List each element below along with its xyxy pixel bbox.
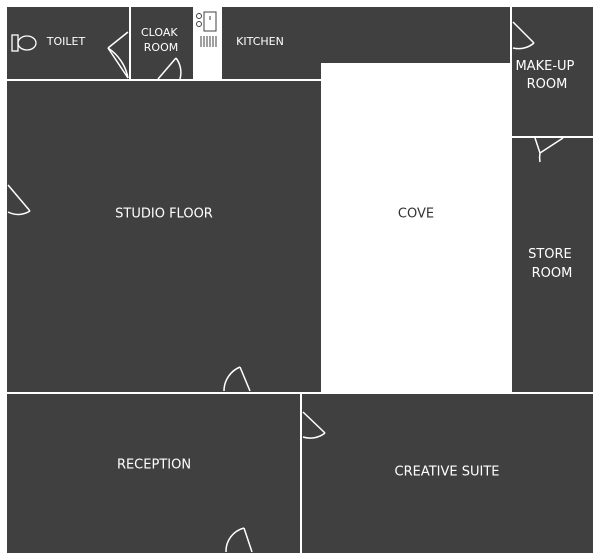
toilet-label: TOILET	[46, 35, 86, 48]
store-room-label: STORE ROOM	[528, 247, 576, 281]
kitchen-fixtures-icon	[196, 11, 217, 47]
kitchen-label: KITCHEN	[236, 35, 284, 48]
toilet-room[interactable]	[7, 7, 129, 79]
cloak-room-label: CLOAK ROOM	[141, 26, 181, 54]
door-toilet	[107, 31, 129, 79]
make-up-room-label: MAKE-UP ROOM	[515, 59, 578, 92]
studio-floor-label: STUDIO FLOOR	[115, 207, 213, 222]
door-cloak-room	[157, 57, 182, 80]
door-make-up-room	[512, 21, 535, 50]
studio-floor-room[interactable]	[7, 81, 321, 392]
door-studio-bottom	[223, 366, 251, 392]
door-creative-suite	[302, 411, 326, 439]
door-reception-bottom	[225, 527, 253, 553]
creative-suite-label: CREATIVE SUITE	[395, 465, 500, 480]
cove-area[interactable]	[321, 63, 510, 392]
creative-suite-room[interactable]	[302, 394, 593, 553]
cove-label: COVE	[398, 207, 434, 222]
door-store-room	[534, 137, 564, 163]
reception-label: RECEPTION	[117, 458, 191, 473]
door-studio-floor	[7, 184, 31, 216]
cloak-room[interactable]	[131, 7, 193, 79]
kitchen-room[interactable]	[222, 7, 510, 79]
toilet-fixture-icon	[11, 34, 37, 52]
store-room[interactable]	[512, 138, 593, 392]
reception-room[interactable]	[7, 394, 300, 553]
make-up-room[interactable]	[512, 7, 593, 136]
